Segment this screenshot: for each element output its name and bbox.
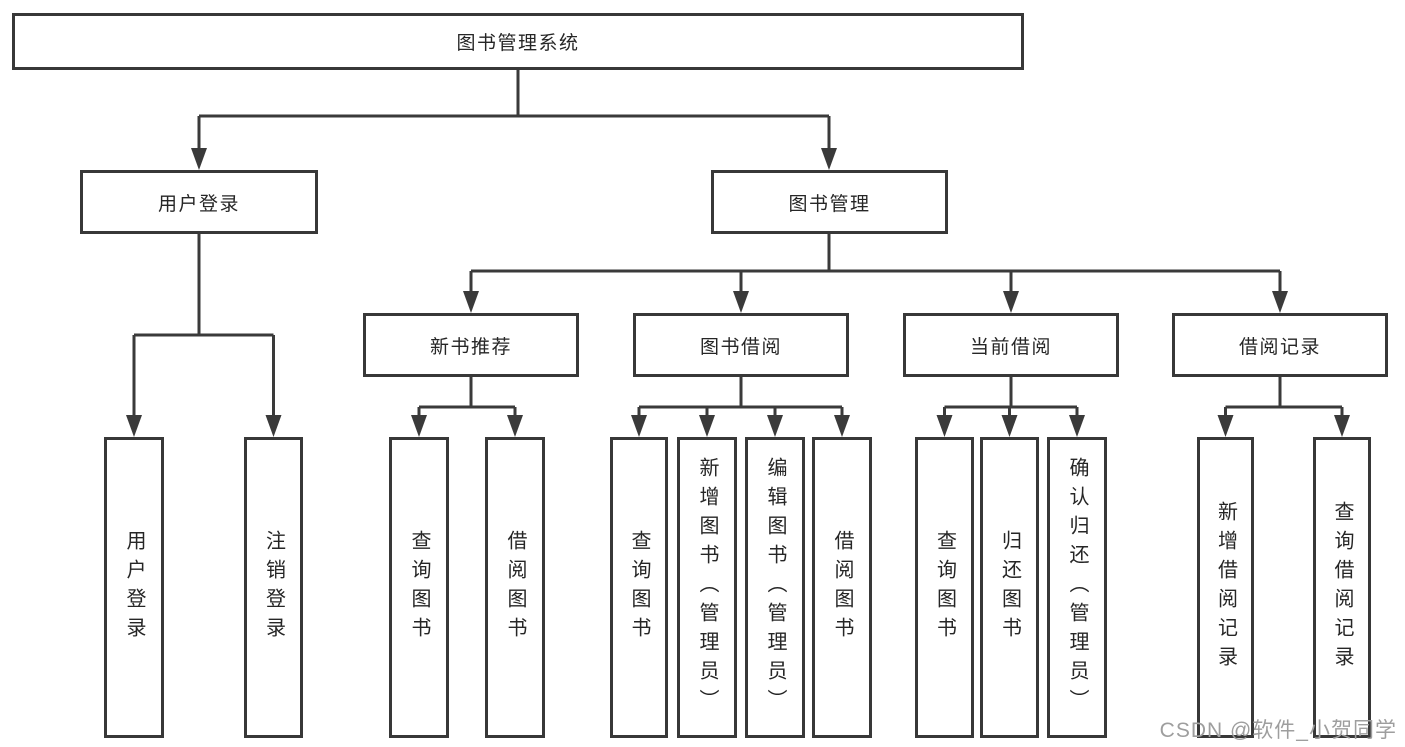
leaf-label: 借阅图书 [831,529,853,646]
leaf-return-books: 归还图书 [980,437,1039,738]
node-library-management-system: 图书管理系统 [12,13,1024,70]
node-label: 新书推荐 [429,336,512,358]
node-book-borrowing: 图书借阅 [633,313,849,377]
node-label: 图书借阅 [699,336,782,358]
leaf-label: 新增借阅记录 [1214,500,1237,675]
node-user-login: 用户登录 [80,170,318,234]
leaf-edit-book-admin: 编辑图书（管理员） [745,437,805,738]
node-book-management: 图书管理 [711,170,948,234]
leaf-label: 查询图书 [933,529,956,646]
node-label: 当前借阅 [969,336,1052,358]
leaf-query-borrow-record: 查询借阅记录 [1313,437,1371,738]
leaf-label: 借阅图书 [504,529,526,646]
leaf-user-login: 用户登录 [104,437,164,738]
node-label: 借阅记录 [1238,336,1321,358]
node-label: 图书管理 [788,193,871,215]
node-borrowing-records: 借阅记录 [1172,313,1388,377]
leaf-query-books-borrowing: 查询图书 [610,437,668,738]
leaf-label: 查询图书 [628,529,650,646]
leaf-borrow-books-recommend: 借阅图书 [485,437,545,738]
leaf-confirm-return-admin: 确认归还（管理员） [1047,437,1107,738]
leaf-label: 查询图书 [408,529,430,646]
leaf-add-borrow-record: 新增借阅记录 [1197,437,1254,738]
leaf-label: 注销登录 [262,529,285,646]
leaf-add-book-admin: 新增图书（管理员） [677,437,737,738]
leaf-label: 查询借阅记录 [1331,500,1353,675]
leaf-query-books-current: 查询图书 [915,437,974,738]
node-current-borrowing: 当前借阅 [903,313,1119,377]
node-new-book-recommendation: 新书推荐 [363,313,579,377]
leaf-label: 用户登录 [123,529,145,646]
leaf-logout: 注销登录 [244,437,303,738]
leaf-label: 归还图书 [998,529,1021,646]
watermark-text: CSDN @软件_小贺同学 [1159,719,1397,742]
leaf-borrow-books-borrowing: 借阅图书 [812,437,872,738]
leaf-query-books-recommend: 查询图书 [389,437,449,738]
leaf-label: 确认归还（管理员） [1066,457,1088,718]
leaf-label: 新增图书（管理员） [696,457,718,718]
node-label: 图书管理系统 [456,33,580,54]
leaf-label: 编辑图书（管理员） [764,457,786,718]
node-label: 用户登录 [157,193,240,215]
